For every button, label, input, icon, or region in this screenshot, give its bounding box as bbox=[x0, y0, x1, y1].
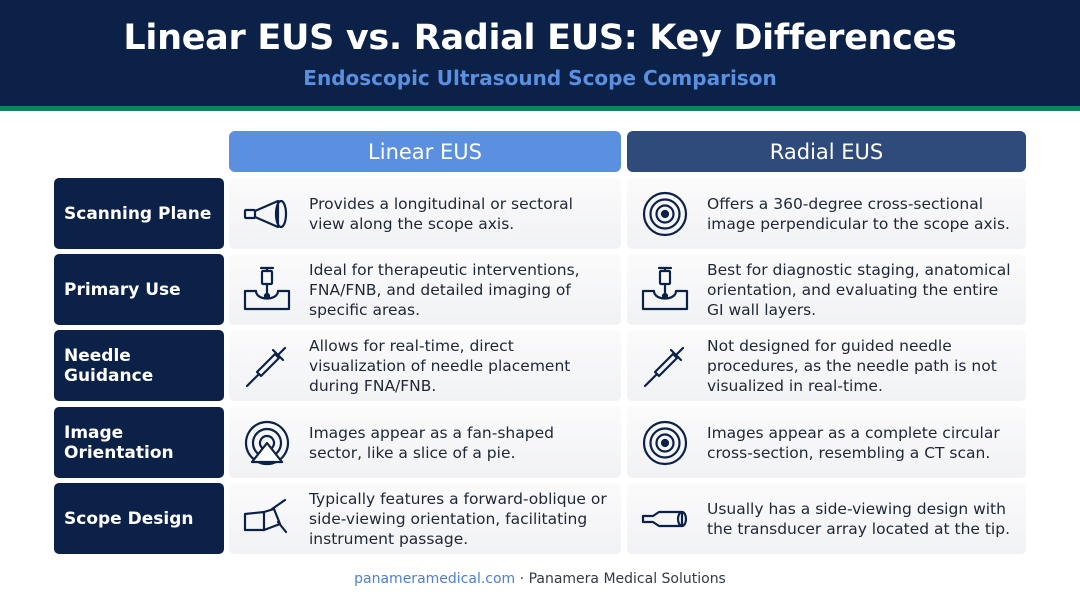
page-subtitle: Endoscopic Ultrasound Scope Comparison bbox=[303, 66, 777, 90]
cell-text: Usually has a side-viewing design with t… bbox=[707, 499, 1011, 538]
cone-transducer-icon bbox=[237, 178, 297, 249]
cell-text: Images appear as a complete circular cro… bbox=[707, 423, 1000, 462]
concentric-circles-icon bbox=[635, 178, 695, 249]
syringe-tissue-icon bbox=[635, 254, 695, 325]
cell-text: Ideal for therapeutic interventions, FNA… bbox=[309, 260, 580, 319]
cell-text: Not designed for guided needle procedure… bbox=[707, 336, 997, 395]
cell-text: Images appear as a fan-shaped sector, li… bbox=[309, 423, 554, 462]
cell-text: Provides a longitudinal or sectoral view… bbox=[309, 194, 573, 233]
side-scope-icon bbox=[635, 483, 695, 554]
fan-sector-icon bbox=[237, 407, 297, 478]
cell-text: Offers a 360-degree cross-sectional imag… bbox=[707, 194, 1010, 233]
page-title: Linear EUS vs. Radial EUS: Key Differenc… bbox=[123, 18, 957, 58]
footer: panameramedical.com · Panamera Medical S… bbox=[0, 571, 1080, 587]
row-label-primary-use: Primary Use bbox=[54, 254, 224, 325]
cell-scanning-plane-linear: Provides a longitudinal or sectoral view… bbox=[229, 178, 621, 249]
cell-needle-guidance-radial: Not designed for guided needle procedure… bbox=[627, 330, 1026, 401]
oblique-scope-icon bbox=[237, 483, 297, 554]
cell-scanning-plane-radial: Offers a 360-degree cross-sectional imag… bbox=[627, 178, 1026, 249]
footer-link[interactable]: panameramedical.com bbox=[354, 571, 516, 587]
cell-text: Best for diagnostic staging, anatomical … bbox=[707, 260, 1011, 319]
header-accent-stripe bbox=[0, 106, 1080, 111]
footer-company: Panamera Medical Solutions bbox=[528, 571, 726, 587]
column-header-radial: Radial EUS bbox=[627, 131, 1026, 172]
row-label-scope-design: Scope Design bbox=[54, 483, 224, 554]
cell-scope-design-linear: Typically features a forward-oblique or … bbox=[229, 483, 621, 554]
syringe-tissue-icon bbox=[237, 254, 297, 325]
cell-primary-use-linear: Ideal for therapeutic interventions, FNA… bbox=[229, 254, 621, 325]
needle-icon bbox=[635, 330, 695, 401]
cell-primary-use-radial: Best for diagnostic staging, anatomical … bbox=[627, 254, 1026, 325]
cell-scope-design-radial: Usually has a side-viewing design with t… bbox=[627, 483, 1026, 554]
cell-image-orientation-linear: Images appear as a fan-shaped sector, li… bbox=[229, 407, 621, 478]
needle-icon bbox=[237, 330, 297, 401]
cell-text: Allows for real-time, direct visualizati… bbox=[309, 336, 571, 395]
cell-text: Typically features a forward-oblique or … bbox=[309, 489, 607, 548]
cell-image-orientation-radial: Images appear as a complete circular cro… bbox=[627, 407, 1026, 478]
row-label-image-orientation: Image Orientation bbox=[54, 407, 224, 478]
row-label-needle-guidance: Needle Guidance bbox=[54, 330, 224, 401]
header-banner: Linear EUS vs. Radial EUS: Key Differenc… bbox=[0, 0, 1080, 106]
concentric-circles-icon bbox=[635, 407, 695, 478]
column-header-linear: Linear EUS bbox=[229, 131, 621, 172]
row-label-scanning-plane: Scanning Plane bbox=[54, 178, 224, 249]
footer-separator: · bbox=[515, 571, 529, 587]
cell-needle-guidance-linear: Allows for real-time, direct visualizati… bbox=[229, 330, 621, 401]
